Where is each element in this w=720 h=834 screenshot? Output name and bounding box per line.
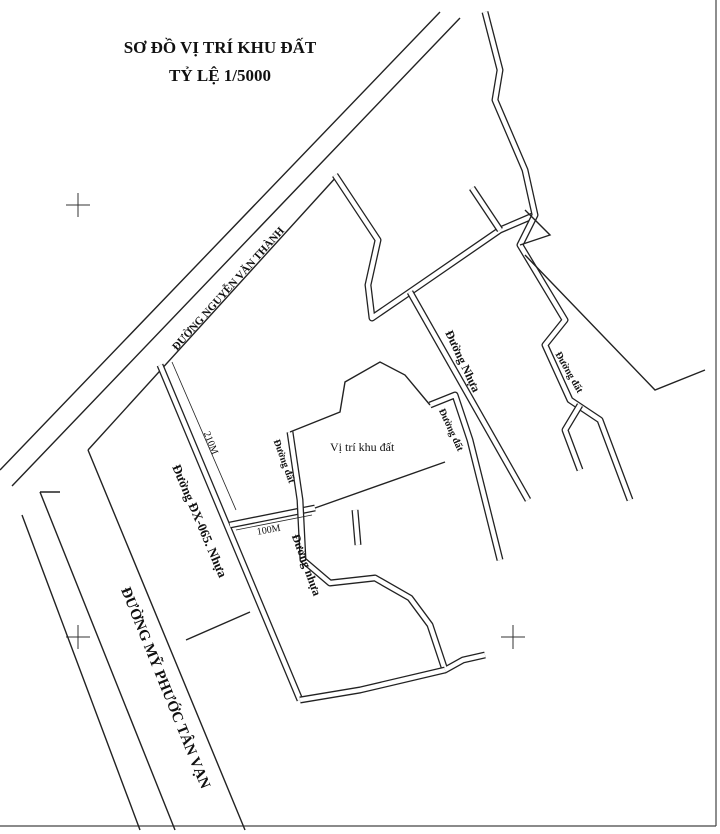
map-title: SƠ ĐỒ VỊ TRÍ KHU ĐẤT xyxy=(123,38,317,57)
label-site: Vị trí khu đất xyxy=(330,440,395,454)
map-scale: TỶ LỆ 1/5000 xyxy=(168,66,272,85)
road-nguyen-van-thanh xyxy=(0,11,461,487)
road-dx065 xyxy=(156,363,304,702)
local-roads xyxy=(229,11,634,704)
parcel-lines xyxy=(289,209,706,509)
dimension-lines xyxy=(171,361,313,531)
crosshair-marks xyxy=(66,193,525,649)
road-edges xyxy=(21,174,339,831)
